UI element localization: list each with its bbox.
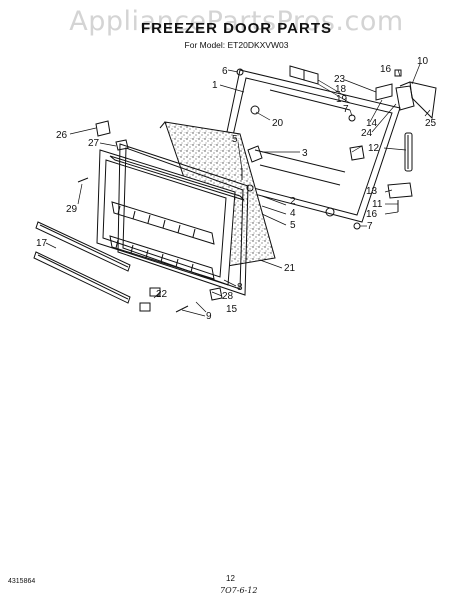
- shelf-rail-upper: [35, 221, 131, 272]
- callout-16-lower: 16: [366, 209, 378, 220]
- center-bracket-right: [349, 145, 365, 161]
- model-subtitle: For Model: ET20DKXVW03: [184, 40, 289, 50]
- callout-1: 1: [212, 80, 218, 91]
- screw-center: [246, 184, 254, 192]
- callout-10: 10: [417, 56, 429, 67]
- door-handle: [404, 132, 413, 172]
- callout-14: 14: [366, 118, 378, 129]
- callout-25: 25: [425, 118, 437, 129]
- revision-code: 7O7-6-12: [220, 586, 258, 595]
- hole-plug: [95, 120, 111, 137]
- callout-8: 8: [237, 282, 243, 293]
- door-bumper-bottom: [325, 207, 335, 217]
- callout-20: 20: [272, 118, 284, 129]
- callout-3: 3: [302, 148, 308, 159]
- cam-plate: [375, 83, 393, 101]
- callout-29: 29: [66, 204, 78, 215]
- callout-15: 15: [226, 304, 238, 315]
- callout-9: 9: [206, 311, 212, 322]
- callout-24: 24: [361, 128, 373, 139]
- diagram-title: FREEZER DOOR PARTS: [140, 20, 333, 37]
- callout-28: 28: [222, 291, 234, 302]
- top-spacer-2: [303, 69, 319, 85]
- hinge-top: [399, 81, 437, 120]
- callout-5-upper: 5: [232, 134, 238, 145]
- shelf-end-cap-lower: [139, 302, 151, 312]
- callout-17: 17: [36, 238, 48, 249]
- callout-26: 26: [56, 130, 68, 141]
- door-shelf-upper: [111, 201, 215, 245]
- hinge-bottom: [387, 182, 413, 212]
- callout-18: 18: [335, 84, 347, 95]
- callout-21: 21: [284, 263, 296, 274]
- callout-7-lower: 7: [367, 221, 373, 232]
- callout-7-upper: 7: [343, 104, 349, 115]
- hinge-bracket: [395, 85, 415, 111]
- callout-13: 13: [366, 186, 378, 197]
- callout-2: 2: [290, 196, 296, 207]
- callout-6: 6: [222, 66, 228, 77]
- callout-12: 12: [368, 143, 380, 154]
- page-number: 12: [226, 574, 235, 583]
- watermark: AppliancePartsPros.com: [69, 6, 404, 37]
- callout-4: 4: [290, 208, 296, 219]
- screw-bottom: [175, 305, 189, 313]
- shelf-rail-lower: [33, 251, 131, 304]
- screw-left: [77, 177, 89, 183]
- cover-plate: [115, 139, 129, 151]
- callout-23: 23: [334, 74, 346, 85]
- callout-22: 22: [156, 289, 168, 300]
- trim-clip: [209, 287, 223, 301]
- document-id: 4315864: [8, 578, 36, 585]
- center-bracket: [247, 145, 263, 163]
- callout-16-upper: 16: [380, 64, 392, 75]
- bottom-plug: [353, 222, 361, 230]
- door-shelf-lower: [109, 235, 215, 280]
- callout-11: 11: [372, 199, 383, 210]
- door-bumper-top: [250, 105, 260, 115]
- callout-27: 27: [88, 138, 100, 149]
- callout-5-lower: 5: [290, 220, 296, 231]
- callout-19: 19: [336, 94, 348, 105]
- door-gasket: [117, 143, 249, 296]
- top-spacer-1: [289, 65, 305, 81]
